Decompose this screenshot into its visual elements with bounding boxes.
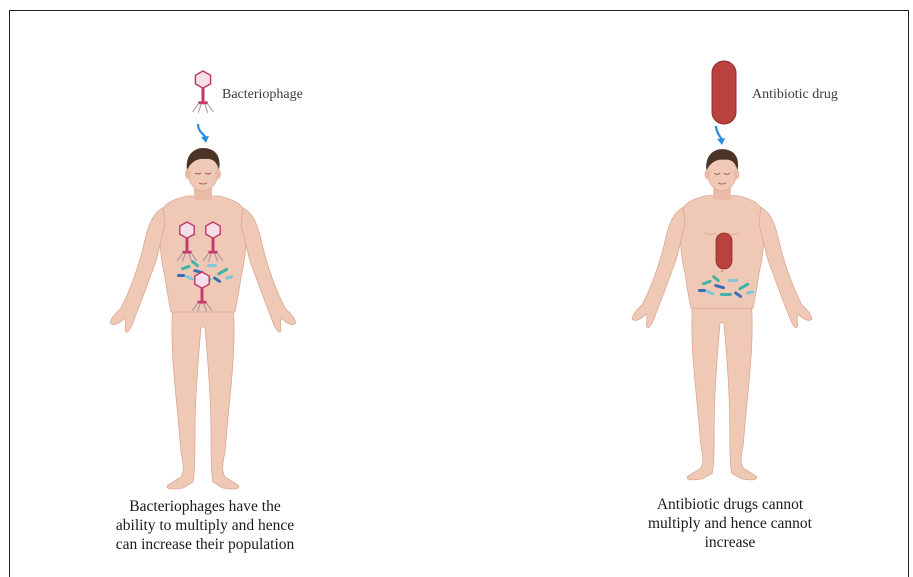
bacteriophage-label: Bacteriophage: [222, 87, 303, 103]
human-body-icon: [111, 148, 296, 489]
left-caption-line: can increase their population: [95, 535, 315, 554]
arrow-icon: [716, 126, 725, 145]
antibiotic-drug-label: Antibiotic drug: [752, 87, 838, 103]
arrow-icon: [198, 124, 209, 143]
pill-icon: [716, 233, 732, 269]
right-caption-line: increase: [625, 533, 835, 552]
left-caption-line: Bacteriophages have the: [95, 497, 315, 516]
right-caption: Antibiotic drugs cannot multiply and hen…: [625, 495, 835, 552]
left-panel: [111, 71, 296, 489]
left-caption: Bacteriophages have the ability to multi…: [95, 497, 315, 554]
left-caption-line: ability to multiply and hence: [95, 516, 315, 535]
right-caption-line: Antibiotic drugs cannot: [625, 495, 835, 514]
human-body-icon: [632, 149, 811, 480]
pill-icon: [712, 61, 736, 124]
bacteriophage-icon: [193, 71, 214, 113]
right-panel: [632, 61, 811, 480]
right-caption-line: multiply and hence cannot: [625, 514, 835, 533]
